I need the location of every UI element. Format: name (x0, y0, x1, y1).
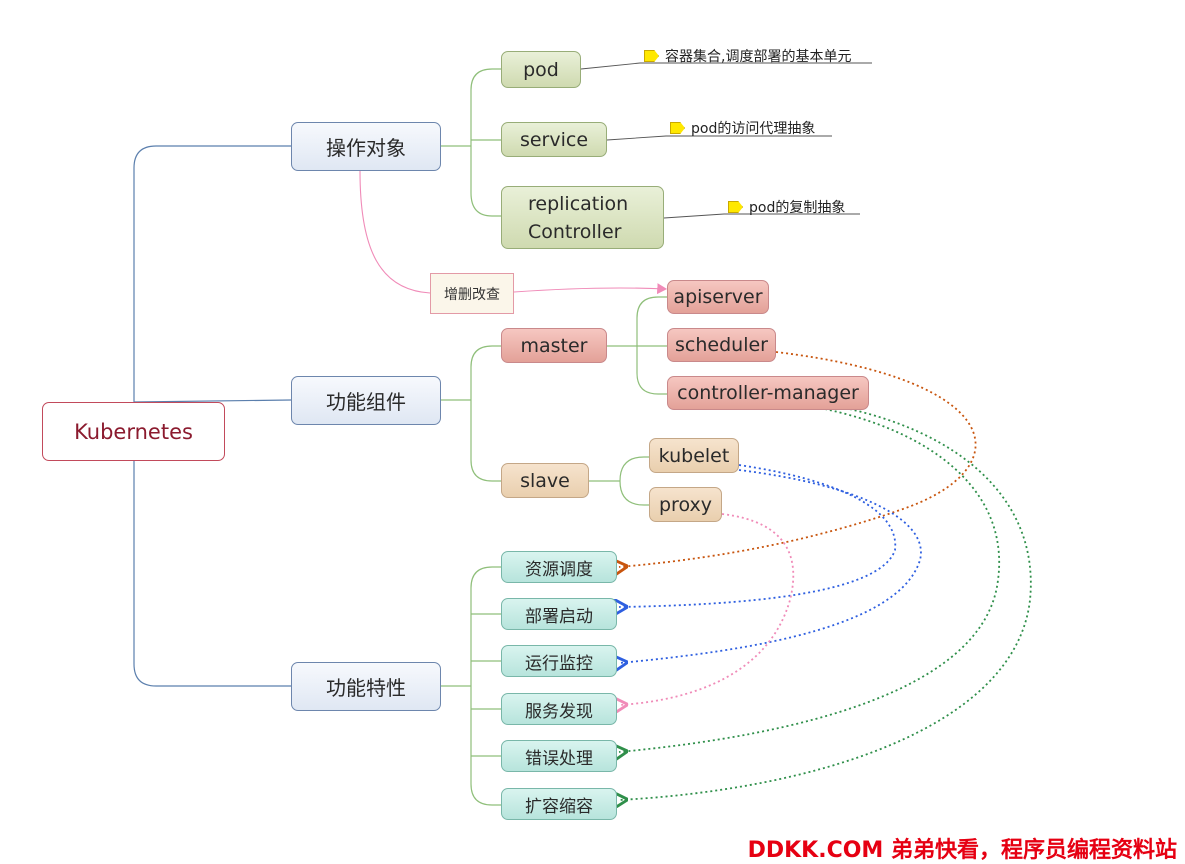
root-branch-lines (133, 145, 292, 687)
rc-line-2: Controller (528, 220, 622, 243)
link-scheduler-scheduling (619, 351, 977, 567)
branch-features[interactable]: 功能特性 (291, 662, 441, 711)
watermark: DDKK.COM 弟弟快看，程序员编程资料站 (747, 838, 1177, 863)
note-icon (728, 201, 743, 213)
link-proxy-discovery (619, 513, 795, 705)
node-controller-manager[interactable]: controller-manager (667, 376, 869, 410)
node-pod[interactable]: pod (501, 51, 581, 88)
node-scheduler[interactable]: scheduler (667, 328, 776, 362)
feature-monitor[interactable]: 运行监控 (501, 645, 617, 677)
node-service[interactable]: service (501, 122, 607, 157)
relation-arrow (513, 283, 668, 295)
node-kubelet[interactable]: kubelet (649, 438, 739, 473)
node-replication-controller[interactable]: replication Controller (501, 186, 664, 249)
note-replication: pod的复制抽象 (728, 197, 845, 217)
note-service-text: pod的访问代理抽象 (691, 121, 816, 137)
branch-operations[interactable]: 操作对象 (291, 122, 441, 171)
feature-deploy[interactable]: 部署启动 (501, 598, 617, 630)
link-controller-scale (619, 405, 1032, 800)
rc-line-1: replication (528, 192, 629, 215)
feature-scheduling[interactable]: 资源调度 (501, 551, 617, 583)
note-icon (670, 122, 685, 134)
feature-scaling[interactable]: 扩容缩容 (501, 788, 617, 820)
objects-branch-lines (441, 62, 872, 219)
features-branch-lines (441, 566, 501, 806)
relation-curve (359, 170, 431, 294)
node-apiserver[interactable]: apiserver (667, 280, 769, 314)
root-node-kubernetes[interactable]: Kubernetes (42, 402, 225, 461)
note-replication-text: pod的复制抽象 (749, 200, 846, 216)
relation-label-crud[interactable]: 增删改查 (430, 273, 514, 314)
note-service: pod的访问代理抽象 (670, 118, 815, 138)
link-kubelet-deploy (619, 464, 897, 607)
note-pod: 容器集合,调度部署的基本单元 (644, 46, 851, 66)
note-pod-text: 容器集合,调度部署的基本单元 (665, 49, 852, 65)
node-proxy[interactable]: proxy (649, 487, 722, 522)
node-master[interactable]: master (501, 328, 607, 363)
note-icon (644, 50, 659, 62)
components-branch-lines (441, 296, 667, 506)
feature-discovery[interactable]: 服务发现 (501, 693, 617, 725)
branch-components[interactable]: 功能组件 (291, 376, 441, 425)
node-slave[interactable]: slave (501, 463, 589, 498)
link-controller-error (619, 407, 1001, 752)
feature-error-handling[interactable]: 错误处理 (501, 740, 617, 772)
